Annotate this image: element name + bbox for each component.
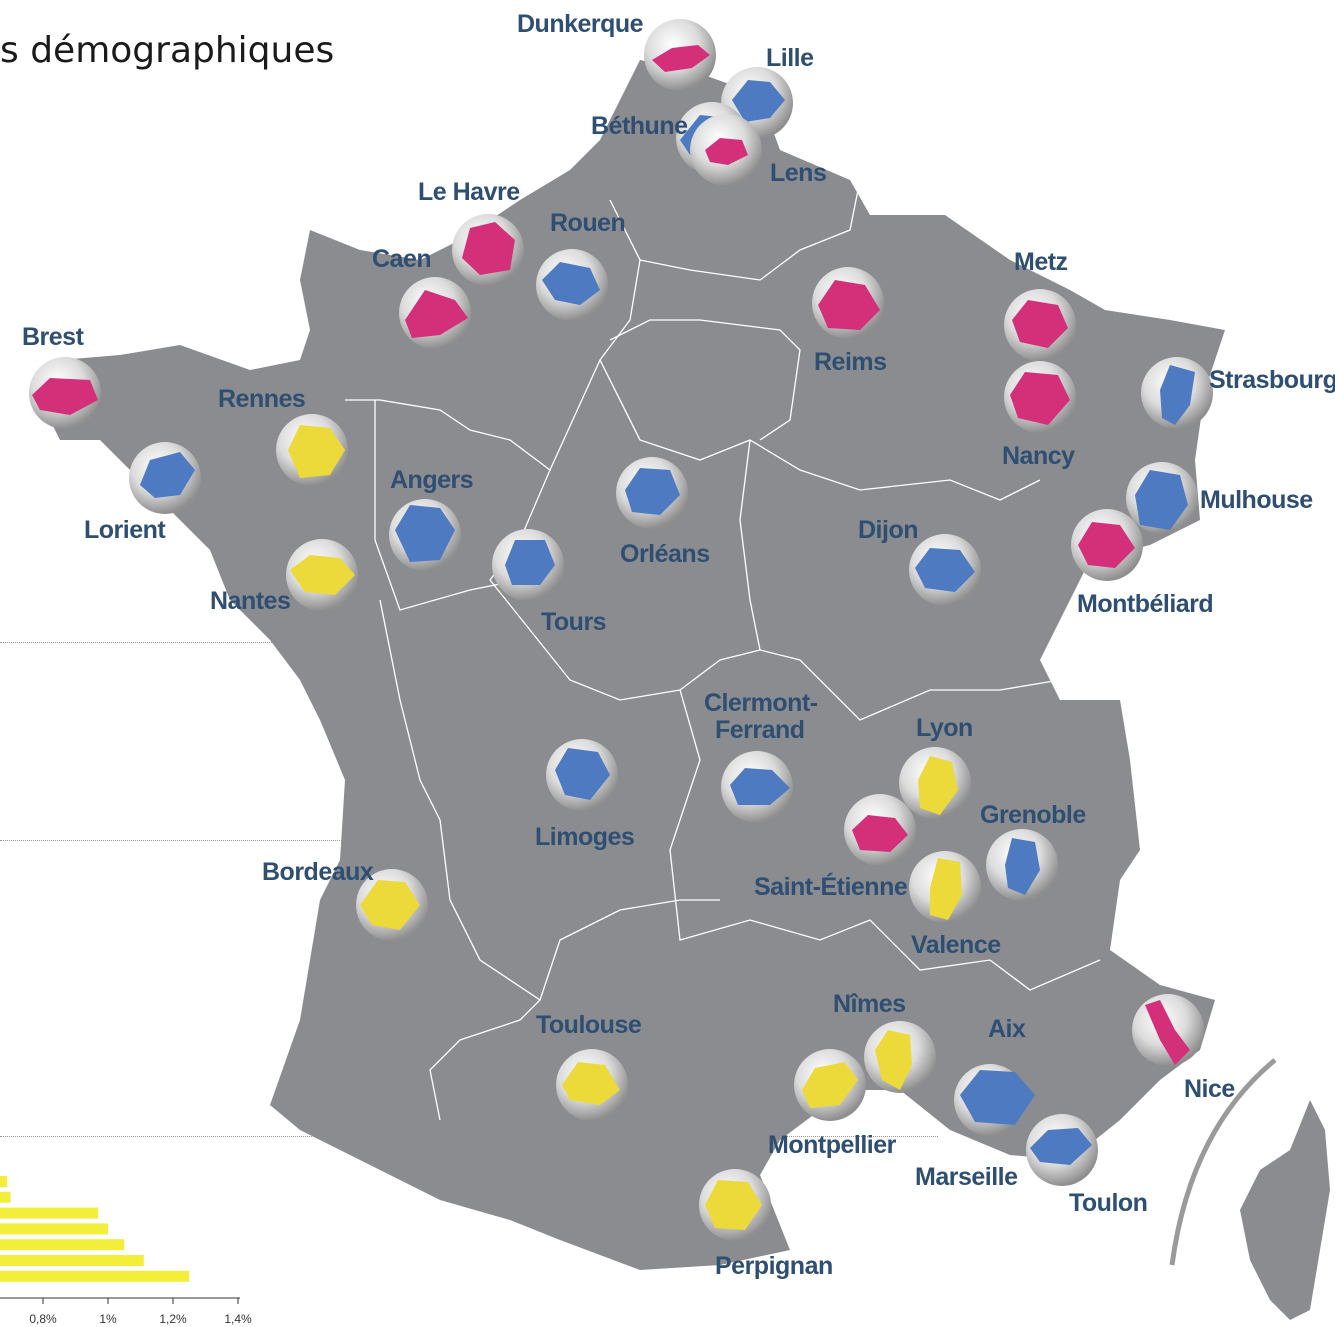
bar <box>0 1191 11 1203</box>
city-label: Dunkerque <box>517 10 644 38</box>
bar <box>0 1270 190 1282</box>
marker-angers <box>389 499 461 571</box>
region-borders <box>345 179 1101 1121</box>
marker-nantes <box>286 539 358 611</box>
marker-marseille <box>954 1072 1026 1144</box>
marker-nancy <box>1004 361 1076 433</box>
city-label: Valence <box>911 931 1001 959</box>
city-label: Béthune <box>591 112 688 140</box>
city-label: Dijon <box>858 516 918 544</box>
marker-tours <box>492 529 564 601</box>
city-label: Nancy <box>1002 442 1075 470</box>
city-label: Mulhouse <box>1200 486 1313 514</box>
marker-nice <box>1132 994 1204 1066</box>
bar-chart: 0,8% 1% 1,2% 1,4% <box>0 1176 252 1326</box>
sea-divider <box>1169 1058 1277 1266</box>
city-label: Metz <box>1014 248 1068 276</box>
x-tick-label: 1,4% <box>224 1312 252 1326</box>
marker-perpignan <box>699 1169 771 1241</box>
city-label: Toulouse <box>536 1011 642 1039</box>
bar <box>0 1255 144 1266</box>
x-tick-label: 0,8% <box>29 1312 57 1326</box>
city-label: Reims <box>814 348 887 376</box>
city-label: Lorient <box>84 516 166 544</box>
mainland-shape <box>40 60 1225 1270</box>
marker-montpellier <box>794 1049 866 1121</box>
city-label: Nantes <box>210 587 290 615</box>
city-label: Orléans <box>620 540 710 568</box>
marker-dijon <box>909 534 981 606</box>
city-markers <box>29 19 1213 1241</box>
city-label: Bordeaux <box>262 858 374 886</box>
city-label: Nîmes <box>833 990 906 1018</box>
city-label: Marseille <box>915 1163 1018 1191</box>
city-label: Rennes <box>218 385 305 413</box>
marker-rouen <box>536 249 608 321</box>
marker-metz <box>1004 289 1076 361</box>
city-label: Montbéliard <box>1077 590 1213 618</box>
marker-lehavre <box>452 214 524 286</box>
city-label: Montpellier <box>768 1131 897 1159</box>
city-label: Brest <box>22 323 85 351</box>
marker-nimes <box>864 1021 936 1093</box>
marker-reims <box>812 267 884 339</box>
marker-orleans <box>616 457 688 529</box>
city-label: Lille <box>766 44 814 72</box>
city-label: Caen <box>372 245 431 273</box>
marker-caen <box>399 277 471 349</box>
city-label: Rouen <box>550 209 625 237</box>
city-label: Saint-Étienne <box>754 872 908 901</box>
corsica-shape <box>1240 1100 1330 1320</box>
marker-brest <box>29 357 101 429</box>
marker-montbeliard <box>1071 509 1143 581</box>
marker-mulhouse <box>1126 462 1198 534</box>
bar <box>0 1207 99 1219</box>
marker-grenoble <box>986 829 1058 901</box>
bar <box>0 1176 8 1187</box>
bar <box>0 1223 108 1235</box>
city-label: Tours <box>541 608 606 636</box>
marker-limoges <box>546 739 618 811</box>
bar <box>0 1239 125 1251</box>
city-label: Perpignan <box>715 1252 833 1280</box>
city-label: Clermont- <box>704 689 818 717</box>
marker-valence <box>909 851 981 923</box>
marker-clermont <box>721 751 793 823</box>
marker-rennes <box>276 414 348 486</box>
marker-toulouse <box>556 1049 628 1121</box>
x-tick-label: 1,2% <box>159 1312 187 1326</box>
marker-saint-etienne <box>844 794 916 866</box>
city-label: Angers <box>390 466 473 494</box>
x-tick-label: 1% <box>99 1312 117 1326</box>
marker-dunkerque <box>644 19 716 91</box>
city-label: Lyon <box>916 714 973 742</box>
marker-aix <box>954 1064 1035 1136</box>
marker-strasbourg <box>1141 357 1213 429</box>
city-label: Toulon <box>1069 1189 1147 1217</box>
city-label: Aix <box>988 1015 1026 1043</box>
city-label: Le Havre <box>418 178 520 206</box>
city-label: Strasbourg <box>1209 366 1335 394</box>
marker-lorient <box>129 442 201 514</box>
city-label: Lens <box>770 159 826 187</box>
page-title: s démographiques <box>0 30 335 71</box>
city-label: Limoges <box>535 823 634 851</box>
marker-bordeaux <box>356 869 428 941</box>
city-label: Ferrand <box>715 716 805 744</box>
marker-toulon <box>1026 1114 1098 1186</box>
marker-lyon <box>899 747 971 819</box>
city-label: Nice <box>1184 1075 1235 1103</box>
marker-lens <box>690 114 762 186</box>
city-label: Grenoble <box>980 801 1086 829</box>
